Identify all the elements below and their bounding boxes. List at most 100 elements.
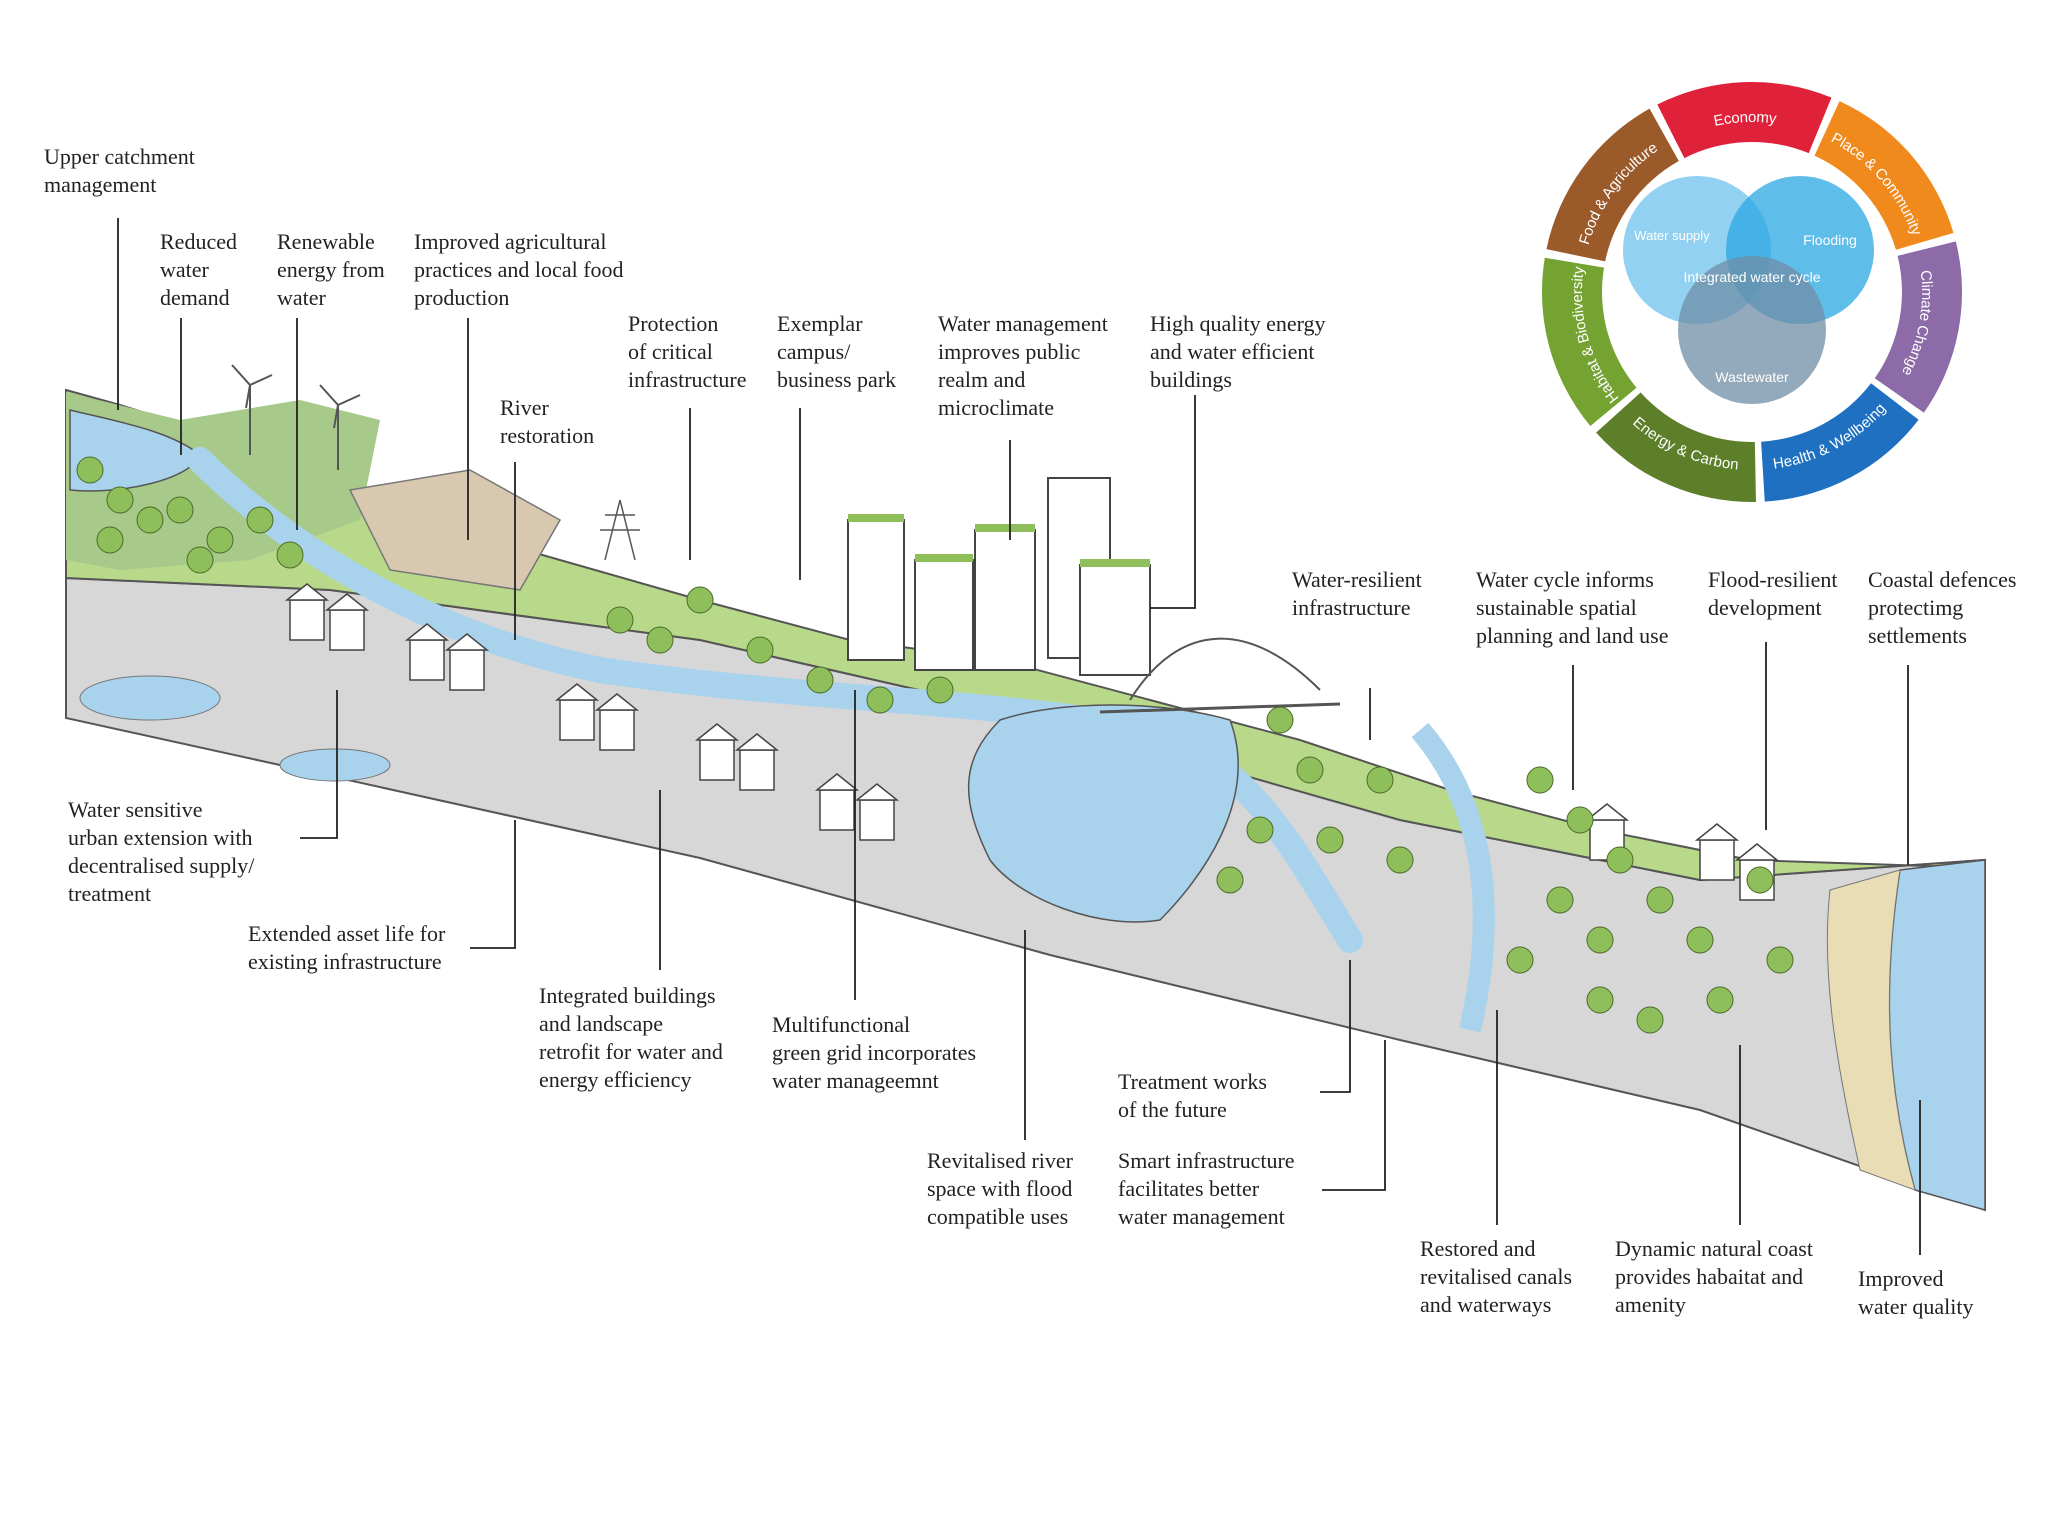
wheel-segment: [1874, 241, 1962, 413]
wheel-segment: [1546, 108, 1679, 262]
wheel-segment: [1542, 257, 1637, 427]
tree: [166, 496, 194, 524]
house: [599, 709, 635, 751]
tree: [1586, 926, 1614, 954]
tree: [806, 666, 834, 694]
tree: [76, 456, 104, 484]
tree: [106, 486, 134, 514]
river-basin: [967, 704, 1239, 923]
tree: [866, 686, 894, 714]
label-smart-infrastructure: Smart infrastructure facilitates better …: [1118, 1148, 1295, 1229]
label-integrated-buildings: Integrated buildings and landscape retro…: [539, 983, 723, 1092]
wheel-segment-label: Economy: [1712, 109, 1778, 130]
tree: [1526, 766, 1554, 794]
wheel-segment: [1596, 392, 1756, 502]
bridge-deck: [1099, 702, 1341, 714]
leader-line-extended-asset-life: [470, 820, 516, 949]
label-extended-asset-life: Extended asset life for existing infrast…: [248, 921, 446, 974]
wheel-segment: [1814, 101, 1954, 250]
label-high-quality-buildings: High quality energy and water efficient …: [1150, 311, 1326, 392]
label-flood-resilient: Flood-resilient development: [1708, 567, 1838, 620]
house: [699, 739, 735, 781]
tree: [926, 676, 954, 704]
wind-turbines: [231, 364, 361, 470]
label-exemplar-campus: Exemplar campus/ business park: [777, 311, 897, 392]
label-water-resilient-infra: Water-resilient infrastructure: [1292, 567, 1422, 620]
label-protection-critical: Protection of critical infrastructure: [628, 311, 747, 392]
tree: [1566, 806, 1594, 834]
tree: [646, 626, 674, 654]
tree: [606, 606, 634, 634]
tree: [1646, 886, 1674, 914]
tree: [246, 506, 274, 534]
label-reduced-water-demand: Reduced water demand: [160, 229, 237, 310]
houses: [284, 583, 1780, 901]
label-revitalised-river: Revitalised river space with flood compa…: [927, 1148, 1074, 1229]
tree: [1706, 986, 1734, 1014]
trees: [76, 456, 1794, 1034]
tree: [1506, 946, 1534, 974]
label-improved-agricultural: Improved agricultural practices and loca…: [414, 229, 624, 310]
house-roof: [444, 633, 490, 651]
wheel-segment: [1761, 383, 1919, 502]
tree: [1746, 866, 1774, 894]
label-upper-catchment: Upper catchment management: [44, 144, 195, 197]
tree: [186, 546, 214, 574]
integrated-water-cycle-text: Integrated water cycle: [1684, 269, 1821, 285]
house: [859, 799, 895, 841]
house-roof: [324, 593, 370, 611]
house-roof: [1734, 843, 1780, 861]
label-water-cycle-planning: Water cycle informs sustainable spatial …: [1476, 567, 1669, 648]
label-restored-canals: Restored and revitalised canals and wate…: [1420, 1236, 1573, 1317]
house: [329, 609, 365, 651]
water-supply-text: Water supply: [1634, 228, 1710, 243]
tree: [1766, 946, 1794, 974]
tree: [1606, 846, 1634, 874]
tree: [686, 586, 714, 614]
house: [559, 699, 595, 741]
house-roof: [1584, 803, 1630, 821]
house-roof: [814, 773, 860, 791]
tree: [1366, 766, 1394, 794]
green-roofs: [848, 514, 1150, 567]
wastewater-circle: [1678, 256, 1826, 404]
house-roof: [734, 733, 780, 751]
label-water-management-realm: Water management improves public realm a…: [938, 311, 1108, 420]
beach: [1826, 869, 1916, 1191]
wheel-segment: [1657, 81, 1832, 159]
tree: [1296, 756, 1324, 784]
bridge: [1129, 637, 1321, 701]
tree: [1586, 986, 1614, 1014]
leader-line-treatment-works: [1320, 960, 1351, 1093]
house-roof: [694, 723, 740, 741]
label-renewable-energy: Renewable energy from water: [277, 229, 385, 310]
tree: [1546, 886, 1574, 914]
label-coastal-defences: Coastal defences protectimg settlements: [1868, 567, 2017, 648]
label-treatment-works: Treatment works of the future: [1118, 1069, 1267, 1122]
tree: [1686, 926, 1714, 954]
tree: [1636, 1006, 1664, 1034]
power-pylon: [600, 499, 640, 561]
leader-line-water-sensitive-urban: [300, 690, 338, 839]
label-multifunctional-grid: Multifunctional green grid incorporates …: [772, 1012, 977, 1093]
house: [739, 749, 775, 791]
label-river-restoration: River restoration: [500, 395, 595, 448]
river: [187, 447, 1363, 953]
tree: [1216, 866, 1244, 894]
tree: [206, 526, 234, 554]
tree: [1386, 846, 1414, 874]
house-roof: [1694, 823, 1740, 841]
aquifer-pocket: [79, 675, 221, 721]
tree: [276, 541, 304, 569]
house-roof: [404, 623, 450, 641]
house-roof: [854, 783, 900, 801]
label-dynamic-coast: Dynamic natural coast provides habaitat …: [1615, 1236, 1813, 1317]
leader-line-high-quality-buildings: [1150, 395, 1196, 609]
leader-line-smart-infrastructure: [1322, 1040, 1386, 1191]
canal: [1411, 722, 1495, 1033]
house: [1699, 839, 1735, 881]
flooding-text: Flooding: [1803, 232, 1857, 248]
